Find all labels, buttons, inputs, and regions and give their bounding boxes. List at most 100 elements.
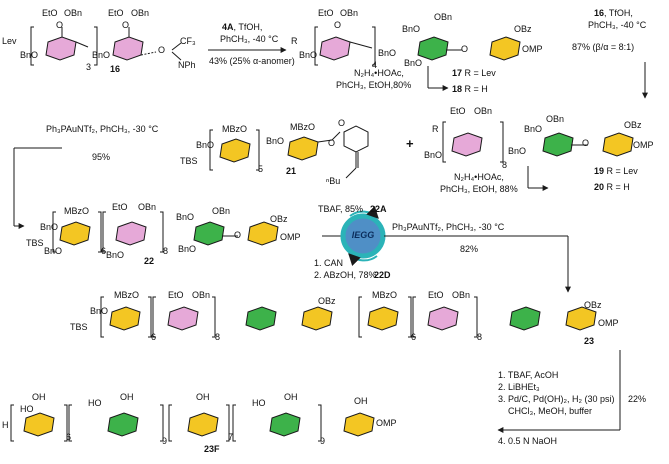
obn-label: OBn bbox=[138, 202, 157, 212]
repeat-count: 9 bbox=[320, 436, 326, 446]
final-step-4: 4. 0.5 N NaOH bbox=[498, 436, 558, 446]
galactose-ring bbox=[109, 306, 141, 331]
oh-label: OH bbox=[284, 392, 298, 402]
product-22-structure bbox=[52, 211, 279, 253]
obz-label: OBz bbox=[624, 120, 642, 130]
galactose-ring bbox=[343, 412, 375, 437]
tbs-label: TBS bbox=[70, 322, 88, 332]
galacturonate-ring bbox=[45, 36, 77, 61]
repeat-count: 4 bbox=[372, 60, 378, 70]
omp-label: OMP bbox=[598, 318, 619, 328]
glucose-ring bbox=[417, 36, 449, 61]
galacturonate-ring bbox=[167, 306, 199, 331]
galactose-ring bbox=[187, 412, 219, 437]
galacturonate-ring bbox=[427, 306, 459, 331]
step1-yield: 43% (25% α-anomer) bbox=[209, 56, 295, 66]
step2-yield: 87% (β/α = 8:1) bbox=[572, 42, 635, 52]
au-step-reagent: Ph₃PAuNTf₂, PhCH₃, -30 °C bbox=[392, 222, 505, 232]
omp-label: OMP bbox=[522, 44, 543, 54]
obn-label: OBn bbox=[212, 206, 231, 216]
obn-label: OBn bbox=[474, 106, 493, 116]
galactose-ring bbox=[219, 138, 251, 163]
mbzo-label: MBzO bbox=[222, 124, 248, 134]
r-group-label: R bbox=[432, 124, 439, 134]
product-17-structure bbox=[314, 26, 521, 66]
label-22A: 22A bbox=[370, 204, 387, 214]
compound-label-23F: 23F bbox=[204, 444, 220, 454]
repeat-count: 6 bbox=[66, 432, 72, 442]
compound-label-22: 22 bbox=[144, 256, 155, 266]
ester-o-label: O bbox=[328, 138, 336, 148]
step2-solvent: PhCH₃, -40 °C bbox=[588, 20, 647, 30]
omp-label: OMP bbox=[633, 140, 654, 150]
bno-label: BnO bbox=[44, 246, 63, 256]
obn-label: OBn bbox=[340, 8, 359, 18]
bno-label: BnO bbox=[176, 212, 195, 222]
glucose-ring bbox=[107, 412, 139, 437]
lev-label: Lev bbox=[2, 36, 17, 46]
mbzo-label: MBzO bbox=[290, 122, 316, 132]
repeat-count: 8 bbox=[215, 332, 221, 342]
carbonyl-o-label: O bbox=[56, 20, 64, 30]
deprotect-conditions: PhCH₃, EtOH,80% bbox=[336, 80, 412, 90]
mbzo-label: MBzO bbox=[64, 206, 90, 216]
galactose-ring bbox=[367, 306, 399, 331]
imidate-o-label: O bbox=[158, 45, 166, 55]
eto-label: EtO bbox=[108, 8, 124, 18]
repeat-count: 6 bbox=[101, 246, 107, 256]
omp-label: OMP bbox=[280, 232, 301, 242]
deprotect-reagent: N₂H₄•HOAc, bbox=[454, 172, 504, 182]
benzoate-ring bbox=[343, 125, 369, 153]
galacturonate-ring bbox=[319, 36, 351, 61]
compound-label-23: 23 bbox=[584, 336, 595, 346]
obz-label: OBz bbox=[270, 214, 288, 224]
deprotect-conditions: PhCH₃, EtOH, 88% bbox=[440, 184, 518, 194]
label-18: 18 R = H bbox=[452, 84, 488, 94]
bno-label: BnO bbox=[404, 58, 423, 68]
tbs-label: TBS bbox=[180, 156, 198, 166]
bno-label: BnO bbox=[40, 222, 59, 232]
ho-label: HO bbox=[88, 398, 102, 408]
nph-label: NPh bbox=[178, 60, 196, 70]
plus-sign: + bbox=[406, 136, 414, 151]
repeat-count: 8 bbox=[477, 332, 483, 342]
bno-label: BnO bbox=[508, 146, 527, 156]
final-step-3b: CHCl₃, MeOH, buffer bbox=[508, 406, 593, 416]
carbonyl-o-label: O bbox=[338, 118, 346, 128]
repeat-count: 6 bbox=[151, 332, 157, 342]
eto-label: EtO bbox=[168, 290, 184, 300]
mbzo-label: MBzO bbox=[114, 290, 140, 300]
iegg-label: IEGG bbox=[351, 230, 375, 240]
product-23-structure bbox=[100, 296, 597, 338]
obz-label: OBz bbox=[514, 24, 532, 34]
glucose-ring bbox=[509, 306, 541, 331]
bno-label: BnO bbox=[378, 48, 397, 58]
glucose-ring bbox=[193, 221, 225, 246]
h-terminus: H bbox=[2, 420, 9, 430]
galactose-ring bbox=[602, 132, 634, 157]
glucose-ring bbox=[245, 306, 277, 331]
bno-label: BnO bbox=[20, 50, 39, 60]
acceptor-19-structure bbox=[442, 121, 634, 163]
bno-label: BnO bbox=[196, 140, 215, 150]
product-23F-structure bbox=[10, 404, 375, 442]
glucose-ring bbox=[542, 132, 574, 157]
bno-label: BnO bbox=[106, 250, 125, 260]
step1-solvent: PhCH₃, -40 °C bbox=[220, 34, 279, 44]
eto-label: EtO bbox=[112, 202, 128, 212]
obn-label: OBn bbox=[64, 8, 83, 18]
r-group-label: R bbox=[291, 36, 298, 46]
galactose-ring bbox=[287, 136, 319, 161]
omp-label: OMP bbox=[376, 418, 397, 428]
galacturonate-ring bbox=[115, 221, 147, 246]
au-step-reagent: Ph₃PAuNTf₂, PhCH₃, -30 °C bbox=[46, 124, 159, 134]
galactose-ring bbox=[489, 36, 521, 61]
obn-label: OBn bbox=[434, 12, 453, 22]
bracket-right bbox=[94, 26, 98, 66]
galactose-ring bbox=[565, 306, 597, 331]
eto-label: EtO bbox=[42, 8, 58, 18]
obz-label: OBz bbox=[584, 300, 602, 310]
carbonyl-o-label: O bbox=[122, 20, 130, 30]
repeat-count: 5 bbox=[258, 164, 264, 174]
